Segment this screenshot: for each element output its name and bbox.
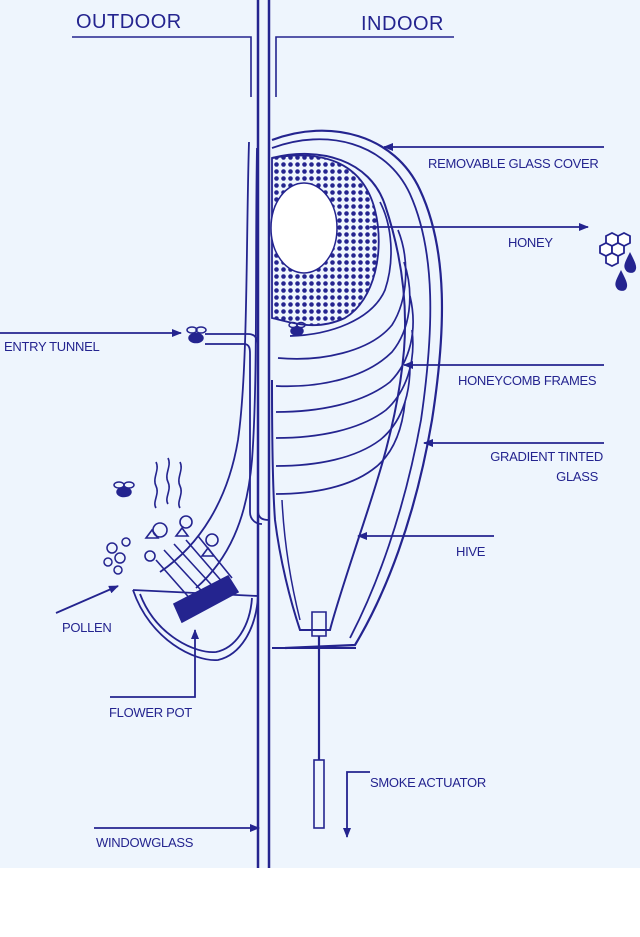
smoke-actuator-arrow <box>343 771 370 838</box>
flower-pot-arrow <box>110 629 199 698</box>
gradient-tinted-glass-label-line2: GLASS <box>556 469 598 484</box>
outdoor-shell <box>159 141 258 589</box>
smoke-actuator-label: SMOKE ACTUATOR <box>370 775 486 790</box>
honeycomb-opening <box>270 182 338 274</box>
outdoor-label: OUTDOOR <box>76 11 182 33</box>
removable-glass-cover-label: REMOVABLE GLASS COVER <box>428 156 599 171</box>
outdoor-bracket <box>72 36 252 97</box>
gradient-tinted-glass-label-line1: GRADIENT TINTED <box>490 449 603 464</box>
diagram-canvas <box>0 0 640 868</box>
honey-icon <box>599 231 637 291</box>
smoke-actuator <box>311 611 327 829</box>
hive-label: HIVE <box>456 544 486 559</box>
bee-icon <box>288 321 306 336</box>
window-glass-label: WINDOWGLASS <box>96 835 194 850</box>
hive-body <box>271 152 407 631</box>
pollen-cluster <box>103 537 131 575</box>
scent-lines <box>154 457 182 509</box>
indoor-bracket <box>275 36 454 97</box>
honey-label: HONEY <box>508 235 553 250</box>
flower-plant <box>144 515 240 624</box>
flower-pot-label: FLOWER POT <box>109 705 192 720</box>
bee-icon <box>113 481 135 498</box>
honeycomb-frames-label: HONEYCOMB FRAMES <box>458 373 597 388</box>
pollen-label: POLLEN <box>62 620 112 635</box>
bee-icon <box>186 326 207 344</box>
indoor-label: INDOOR <box>361 13 444 35</box>
removable-glass-cover <box>271 129 444 650</box>
entry-tunnel <box>205 333 270 525</box>
frame-support <box>281 499 301 621</box>
pollen-arrow <box>55 585 119 614</box>
entry-tunnel-label: ENTRY TUNNEL <box>4 339 100 354</box>
